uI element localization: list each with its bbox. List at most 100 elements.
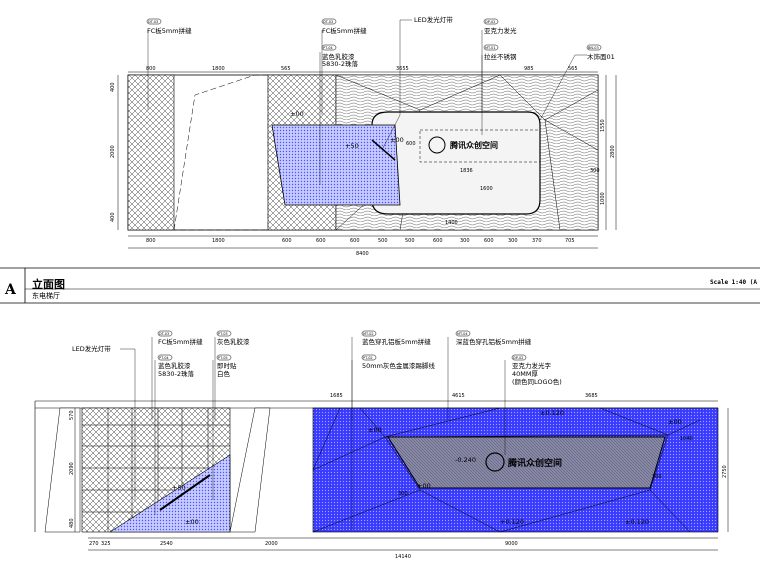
- inner-label: 1040: [680, 436, 693, 442]
- dim-total: 14140: [395, 554, 411, 560]
- inner-label: ±00: [185, 518, 199, 526]
- svg-text:LED发光灯带: LED发光灯带: [414, 15, 453, 24]
- svg-text:深蓝色穿孔铝板5mm拼缝: 深蓝色穿孔铝板5mm拼缝: [456, 337, 532, 346]
- callout: PT-04 蓝色乳胶漆 5830-2珠落: [154, 354, 195, 515]
- inner-label: +0.120: [500, 518, 524, 526]
- dim-right: 1000: [600, 192, 606, 205]
- callout: DP-02 亚克力发光字 40MM厚 (颜色同LOGO色): [504, 354, 562, 455]
- callout: DT-03 FC板5mm拼缝: [321, 18, 367, 115]
- svg-text:蓝色乳胶漆: 蓝色乳胶漆: [322, 52, 355, 61]
- svg-text:MT-01: MT-01: [485, 46, 496, 50]
- inner-label: 1836: [460, 168, 473, 174]
- facet-lines: [335, 74, 599, 231]
- dim-top: 565: [281, 66, 291, 72]
- dim-bottom: 300: [460, 238, 470, 244]
- svg-text:DP-02: DP-02: [513, 356, 523, 360]
- logo-text: 腾讯众创空间: [449, 140, 498, 150]
- callout: PT-02 50mm灰色金属漆踢脚线: [351, 354, 435, 530]
- svg-text:(颜色同LOGO色): (颜色同LOGO色): [512, 377, 562, 386]
- inner-label: ±00: [417, 482, 431, 490]
- dim-bottom: 500: [405, 238, 415, 244]
- logo-text: 腾讯众创空间: [507, 457, 562, 469]
- led-strip: [371, 139, 396, 161]
- dim-bottom: 800: [146, 238, 156, 244]
- dim-left: 400: [110, 82, 116, 92]
- svg-text:PT-04: PT-04: [323, 46, 333, 50]
- dim-bottom: 600: [350, 238, 360, 244]
- dim-right: 1550: [600, 119, 606, 132]
- dim-bottom: 600: [433, 238, 443, 244]
- dim-left: 400: [110, 212, 116, 222]
- blue-latex-panel: [271, 124, 401, 206]
- blue-triangle: [108, 454, 231, 533]
- callout: BN-03 木饰面01: [539, 44, 615, 121]
- svg-text:DP-02: DP-02: [485, 20, 495, 24]
- dim-bottom: 600: [316, 238, 326, 244]
- logo-panel: [387, 436, 666, 489]
- svg-text:木饰面01: 木饰面01: [587, 52, 615, 61]
- svg-text:PT-04: PT-04: [159, 356, 169, 360]
- inner-label: ±00: [290, 110, 304, 118]
- svg-text:灰色乳胶漆: 灰色乳胶漆: [217, 337, 250, 346]
- svg-text:拉丝不锈钢: 拉丝不锈钢: [484, 52, 517, 61]
- dim-top: 3685: [585, 393, 598, 399]
- dim-left: 480: [69, 518, 75, 528]
- svg-text:亚克力发光字: 亚克力发光字: [512, 361, 552, 370]
- svg-text:50mm灰色金属漆踢脚线: 50mm灰色金属漆踢脚线: [362, 361, 435, 370]
- svg-text:DT-03: DT-03: [323, 20, 333, 24]
- dim-bottom: 325: [101, 541, 111, 547]
- dim-top: 985: [524, 66, 534, 72]
- svg-text:5830-2珠落: 5830-2珠落: [322, 59, 359, 68]
- svg-text:PT-05: PT-05: [218, 356, 228, 360]
- svg-text:PT-02: PT-02: [363, 356, 373, 360]
- logo-box: [419, 129, 541, 163]
- dim-bottom: 270: [89, 541, 99, 547]
- svg-text:即时贴: 即时贴: [217, 361, 237, 370]
- svg-text:白色: 白色: [217, 369, 231, 378]
- svg-text:亚克力发光: 亚克力发光: [484, 26, 517, 35]
- dim-bottom: 300: [508, 238, 518, 244]
- title-bar: [0, 267, 760, 304]
- dim-bottom: 2540: [160, 541, 173, 547]
- svg-text:40MM厚: 40MM厚: [512, 370, 538, 378]
- elevation-1: 腾讯众创空间 ±00 +50 ±00 1400 1600 600 1836 30…: [110, 15, 617, 257]
- callout: LED发光灯带: [381, 15, 453, 151]
- svg-text:DT-03: DT-03: [159, 332, 169, 336]
- callout: MT-02 蓝色穿孔铝板5mm拼缝: [351, 330, 431, 420]
- callout: LED发光灯带: [72, 344, 136, 500]
- dim-bottom: 705: [565, 238, 575, 244]
- dim-top: 1685: [330, 393, 343, 399]
- svg-text:蓝色乳胶漆: 蓝色乳胶漆: [158, 361, 191, 370]
- drawing-title: 立面图: [32, 278, 65, 291]
- fc-panel-left: [127, 74, 175, 231]
- svg-text:FC板5mm拼缝: FC板5mm拼缝: [158, 337, 203, 346]
- svg-text:DT-03: DT-03: [148, 20, 158, 24]
- dim-top: 565: [568, 66, 578, 72]
- dim-bottom: 370: [532, 238, 542, 244]
- dim-right-total: 2800: [610, 145, 616, 158]
- dim-left: 2090: [69, 462, 75, 475]
- dim-bottom: 600: [282, 238, 292, 244]
- callout: DT-03 FC板5mm拼缝: [151, 330, 203, 420]
- svg-text:FC板5mm拼缝: FC板5mm拼缝: [147, 26, 192, 35]
- drawing-subtitle: 东电梯厅: [32, 292, 60, 300]
- svg-text:5830-2珠落: 5830-2珠落: [158, 369, 195, 378]
- inner-label: 600: [406, 141, 416, 147]
- logo-icon: [428, 136, 446, 154]
- inner-label: 300: [590, 168, 600, 174]
- svg-text:MT-04: MT-04: [457, 332, 468, 336]
- dim-top: 3655: [396, 66, 409, 72]
- dashed-panel: [173, 74, 269, 231]
- inner-label: -0.240: [455, 456, 476, 464]
- inner-label: ±00: [668, 418, 682, 426]
- svg-text:蓝色穿孔铝板5mm拼缝: 蓝色穿孔铝板5mm拼缝: [362, 337, 431, 346]
- callout: PT-04 蓝色乳胶漆 5830-2珠落: [319, 44, 359, 185]
- dim-left: 570: [69, 410, 75, 420]
- lightbox: [371, 111, 541, 215]
- inner-label: ±0.120: [540, 409, 564, 417]
- svg-text:MT-02: MT-02: [363, 332, 374, 336]
- inner-label: 1600: [480, 186, 493, 192]
- drawing-letter: A: [5, 282, 16, 298]
